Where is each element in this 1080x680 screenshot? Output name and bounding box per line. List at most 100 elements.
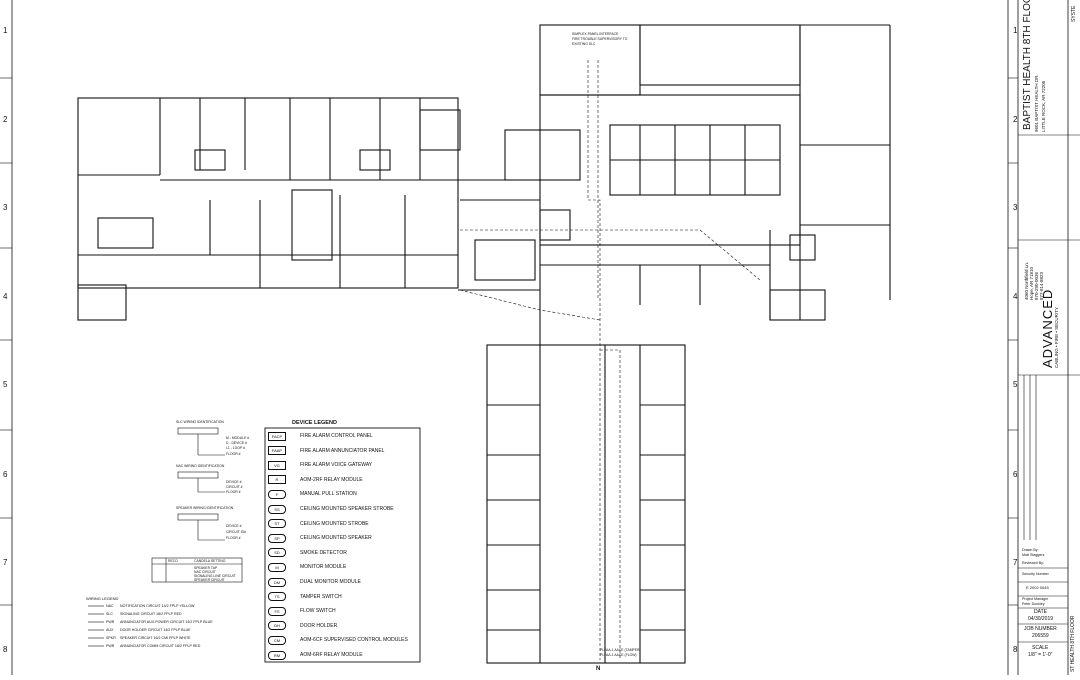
- legend-symbol: SD: [268, 548, 286, 558]
- candela-row: SIGNALING LINE CIRCUIT: [194, 574, 236, 578]
- legend-label: MANUAL PULL STATION: [300, 491, 357, 498]
- legend-row: FACP FIRE ALARM CONTROL PANEL: [268, 430, 373, 442]
- wiring-code: AUX: [106, 628, 114, 632]
- legend-symbol: FACP: [268, 431, 286, 441]
- wiring-legend-row: AUX DOOR HOLDER CIRCUIT 14/2 FPLP BLUE: [106, 628, 191, 632]
- reviewed-by-label: Reviewed By:: [1022, 561, 1044, 565]
- legend-label: FIRE ALARM CONTROL PANEL: [300, 433, 373, 439]
- row-number: 5: [1013, 380, 1018, 389]
- legend-symbol: R: [268, 475, 286, 485]
- legend-label: AOM-2RF RELAY MODULE: [300, 476, 363, 483]
- nac-ident-line: FLOOR #: [226, 490, 241, 494]
- row-number: 3: [1013, 203, 1018, 212]
- legend-label: FIRE ALARM ANNUNCIATOR PANEL: [300, 447, 385, 454]
- nac-ident-line: DEVICE #: [226, 480, 242, 484]
- bottom-tag: PLFAA-1 AACE (FLOW): [600, 653, 637, 657]
- legend-symbol: TS: [268, 592, 286, 602]
- row-number: 8: [3, 645, 8, 654]
- job-number-value: 206559: [1032, 633, 1049, 639]
- south-corridor: [486, 344, 686, 664]
- wiring-runs: [459, 60, 761, 660]
- project-address: LITTLE ROCK, AR 72205: [1041, 80, 1046, 132]
- row-number: 8: [1013, 645, 1018, 654]
- legend-symbol: CM: [268, 635, 286, 645]
- slc-ident-line: M - MODULE #: [226, 436, 250, 440]
- legend-label: AOM-6RF RELAY MODULE: [300, 652, 363, 658]
- wiring-desc: SPEAKER CIRCUIT 16/2 CMI FPLP WHITE: [120, 636, 191, 640]
- row-number: 3: [3, 203, 8, 212]
- row-number: 2: [1013, 115, 1018, 124]
- nac-ident-line: CIRCUIT #: [226, 485, 243, 489]
- legend-row: F MANUAL PULL STATION: [268, 488, 357, 500]
- wiring-desc: ANNUNCIATOR AUX POWER CIRCUIT 14/2 FPLP …: [120, 620, 213, 624]
- row-number: 6: [1013, 470, 1018, 479]
- legend-label: AOM-6CF SUPERVISED CONTROL MODULES: [300, 637, 408, 644]
- security-number-value: E 2002 0045: [1026, 585, 1049, 590]
- wiring-desc: DOOR HOLDER CIRCUIT 14/2 FPLP BLUE: [120, 628, 191, 632]
- row-number: 6: [3, 470, 8, 479]
- legend-symbol: M: [268, 562, 286, 572]
- candela-header: RECO: [168, 559, 178, 563]
- legend-symbol: SP: [268, 533, 286, 543]
- row-number: 7: [3, 558, 8, 567]
- wiring-code: PWR: [106, 644, 115, 648]
- legend-row: M MONITOR MODULE: [268, 561, 346, 573]
- candela-header: CANDELA SETTING: [194, 559, 226, 563]
- drawn-by-label: Drawn By:: [1022, 548, 1039, 552]
- panel-note: EXISTING SLC: [572, 42, 596, 46]
- wiring-legend-title: WIRING LEGEND: [86, 596, 119, 601]
- wiring-code: SPKR: [106, 636, 116, 640]
- slc-ident-line: D - DEVICE #: [226, 441, 247, 445]
- candela-row: SPEAKER TAP: [194, 566, 218, 570]
- project-title: BAPTIST HEALTH 8TH FLOOR: [1022, 0, 1033, 130]
- wiring-desc: NOTIFICATION CIRCUIT 14/2 FPLP YELLOW: [120, 604, 195, 608]
- legend-symbol: SS: [268, 504, 286, 514]
- spk-ident-line: FLOOR #: [226, 536, 241, 540]
- date-label: DATE: [1034, 609, 1047, 615]
- legend-symbol: FS: [268, 606, 286, 616]
- row-number: 7: [1013, 558, 1018, 567]
- row-number: 4: [3, 292, 8, 301]
- spk-ident-line: DEVICE #: [226, 524, 242, 528]
- device-legend-title: DEVICE LEGEND: [292, 420, 337, 426]
- legend-symbol: FAAP: [268, 446, 286, 456]
- project-address: 9601 BAPTIST HEALTH DR.: [1034, 74, 1039, 132]
- nac-ident-title: NAC WIRING IDENTIFICATION: [176, 464, 225, 468]
- row-number: 5: [3, 380, 8, 389]
- row-number: 1: [1013, 26, 1018, 35]
- spk-ident-title: SPEAKER WIRING IDENTIFICATION: [176, 506, 234, 510]
- candela-row: NAC CIRCUIT: [194, 570, 216, 574]
- wiring-code: PWR: [106, 620, 115, 624]
- wiring-code: SLC: [106, 612, 113, 616]
- legend-symbol: ST: [268, 519, 286, 529]
- spk-ident-line: CIRCUIT ID#: [226, 530, 246, 534]
- legend-symbol: DM: [268, 577, 286, 587]
- company-logo: ADVANCED: [1040, 288, 1055, 368]
- slc-ident-line: L1 - LOOP #: [226, 446, 245, 450]
- drawn-by-name: Matt Staggers: [1022, 553, 1045, 557]
- west-wing: [77, 97, 461, 321]
- legend-symbol: VG: [268, 460, 286, 470]
- legend-row: R AOM-2RF RELAY MODULE: [268, 474, 363, 486]
- legend-row: CM AOM-6CF SUPERVISED CONTROL MODULES: [268, 634, 408, 646]
- wiring-legend-row: PWR ANNUNCIATOR AUX POWER CIRCUIT 14/2 FP…: [106, 620, 213, 624]
- legend-label: MONITOR MODULE: [300, 564, 347, 571]
- scale-value: 1/8" = 1'-0": [1028, 652, 1053, 658]
- slc-ident-title: SLC WIRING IDENTIFICATION: [176, 420, 224, 424]
- legend-symbol: F: [268, 489, 286, 499]
- job-number-label: JOB NUMBER: [1024, 626, 1057, 632]
- project-manager-label: Project Manager: [1022, 597, 1049, 601]
